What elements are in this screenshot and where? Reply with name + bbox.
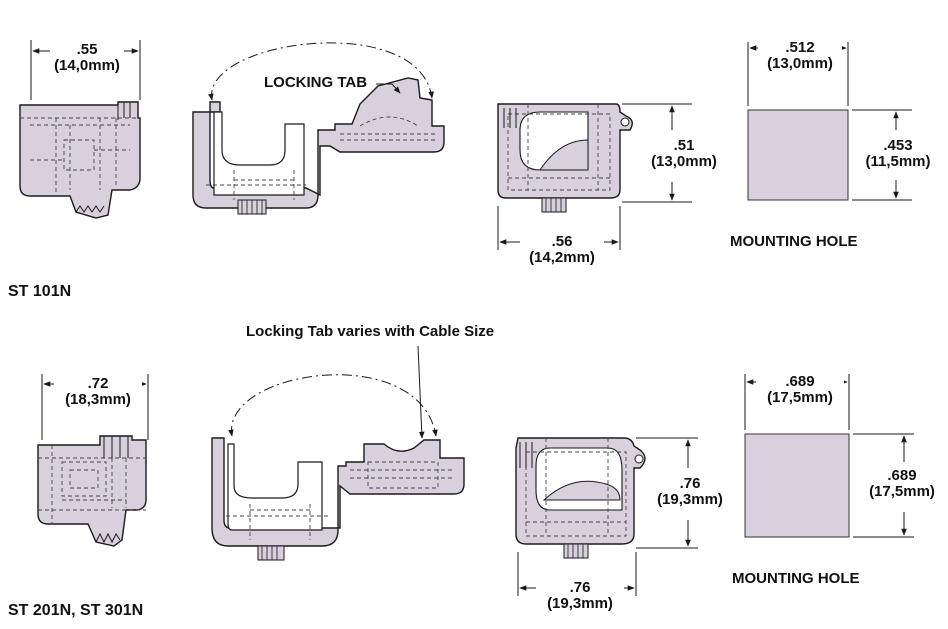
side-width-mm: (14,0mm) xyxy=(54,56,120,74)
open-view-st201n xyxy=(211,437,465,561)
front-width-label-st201n: .76 (19,3mm) xyxy=(536,580,624,612)
mounting-hole-st101n xyxy=(747,109,849,201)
side-width-label-st101n: .55 (14,0mm) xyxy=(50,42,124,74)
open-view-st101n xyxy=(192,77,445,215)
side-view-st101n xyxy=(19,101,141,219)
locking-arc-st101n xyxy=(208,42,434,101)
front-height-label-st201n: .76 (19,3mm) xyxy=(646,476,734,508)
locking-tab-callout-st201n: Locking Tab varies with Cable Size xyxy=(246,323,495,340)
hole-height-label-st101n: .453 (11,5mm) xyxy=(856,138,940,170)
hole-height-mm: (11,5mm) xyxy=(865,152,931,170)
front-height-label-st101n: .51 (13,0mm) xyxy=(642,138,726,170)
hole-height-label-st201n: .689 (17,5mm) xyxy=(858,468,946,500)
hole-height-mm: (17,5mm) xyxy=(869,482,935,500)
front-view-st101n xyxy=(497,103,633,213)
side-width-inch: .72 xyxy=(87,375,109,392)
front-width-inch: .56 xyxy=(551,233,573,250)
hole-width-label-st101n: .512 (13,0mm) xyxy=(758,40,842,72)
front-width-mm: (14,2mm) xyxy=(529,248,595,266)
front-view-st201n xyxy=(515,437,646,559)
front-width-mm: (19,3mm) xyxy=(547,594,613,612)
side-view-st201n xyxy=(37,435,147,547)
hole-width-mm: (13,0mm) xyxy=(767,54,833,72)
locking-arc-st201n xyxy=(228,345,438,439)
hole-width-mm: (17,5mm) xyxy=(767,388,833,406)
section-title-st101n: ST 101N xyxy=(8,283,72,300)
front-height-inch: .76 xyxy=(679,475,701,492)
front-width-label-st101n: .56 (14,2mm) xyxy=(520,234,604,266)
mounting-hole-label-st201n: MOUNTING HOLE xyxy=(732,570,860,587)
front-width-inch: .76 xyxy=(569,579,591,596)
hole-width-inch: .689 xyxy=(785,373,815,390)
hole-width-inch: .512 xyxy=(785,39,815,56)
front-dimensions-st101n xyxy=(497,103,692,250)
side-width-inch: .55 xyxy=(76,41,98,58)
mounting-hole-label-st101n: MOUNTING HOLE xyxy=(730,233,858,250)
front-height-mm: (19,3mm) xyxy=(657,490,723,508)
front-height-inch: .51 xyxy=(673,137,695,154)
mounting-hole-st201n xyxy=(744,433,850,538)
hole-height-inch: .689 xyxy=(887,467,917,484)
side-width-mm: (18,3mm) xyxy=(65,390,131,408)
side-width-label-st201n: .72 (18,3mm) xyxy=(54,376,142,408)
hole-height-inch: .453 xyxy=(883,137,913,154)
locking-tab-callout-st101n: LOCKING TAB xyxy=(264,74,368,91)
hole-width-label-st201n: .689 (17,5mm) xyxy=(756,374,844,406)
front-height-mm: (13,0mm) xyxy=(651,152,717,170)
section-title-st201n: ST 201N, ST 301N xyxy=(8,602,144,619)
